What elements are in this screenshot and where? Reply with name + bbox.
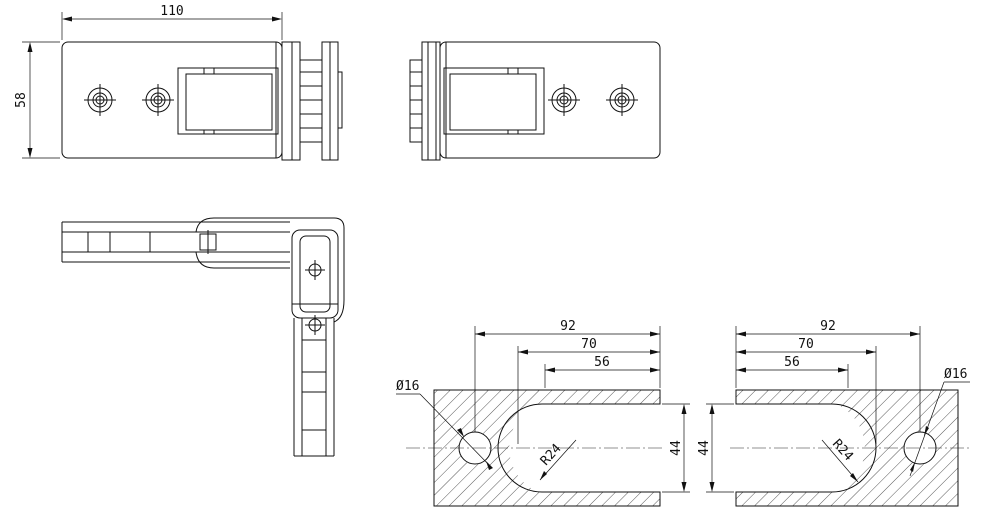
- dimension-label-58: 58: [14, 92, 29, 108]
- dimension-label-44-left: 44: [669, 440, 684, 456]
- dimension-label-44-right: 44: [697, 440, 712, 456]
- dimension-label-110: 110: [160, 4, 183, 19]
- dimension-label-70-left: 70: [581, 337, 597, 352]
- dimension-label-hole-right: Ø16: [944, 367, 967, 382]
- dimension-label-70-right: 70: [798, 337, 814, 352]
- dimension-label-56-left: 56: [594, 355, 610, 370]
- dimension-label-hole-left: Ø16: [396, 379, 419, 394]
- dimension-label-92-right: 92: [820, 319, 836, 334]
- dimension-label-radius-right: R24: [829, 437, 856, 465]
- dimension-label-56-right: 56: [784, 355, 800, 370]
- dimension-top-width: 110: [61, 4, 283, 40]
- front-view-right: [409, 41, 661, 161]
- front-view-left: [61, 41, 343, 161]
- dimension-label-92-left: 92: [560, 319, 576, 334]
- slot-section-right: 44 92 70 56 R24 Ø16: [697, 319, 972, 507]
- dimension-label-radius-left: R24: [538, 441, 565, 469]
- side-view-l-shape: [61, 217, 345, 457]
- dimension-top-height: 58: [14, 41, 60, 159]
- slot-section-left: 92 70 56 Ø16 R24 44: [396, 319, 690, 507]
